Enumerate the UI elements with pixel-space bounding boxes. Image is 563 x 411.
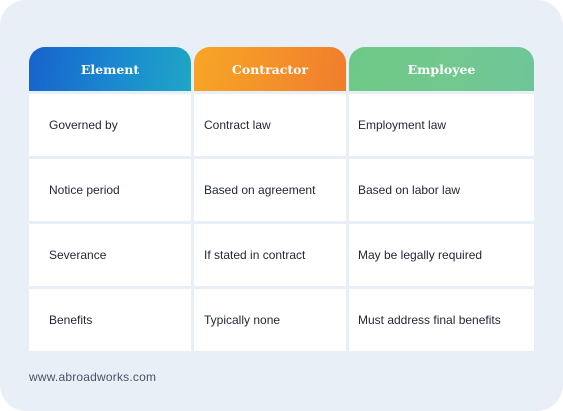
row-label-cell: Severance xyxy=(29,224,191,286)
table-row: Benefits Typically none Must address fin… xyxy=(29,289,534,351)
source-url: www.abroadworks.com xyxy=(29,370,157,384)
table-row: Governed by Contract law Employment law xyxy=(29,94,534,156)
employee-cell: Based on labor law xyxy=(349,159,534,221)
contractor-cell: Typically none xyxy=(194,289,346,351)
contractor-cell: Based on agreement xyxy=(194,159,346,221)
header-contractor: Contractor xyxy=(194,47,346,91)
employee-cell: Must address final benefits xyxy=(349,289,534,351)
row-label-cell: Notice period xyxy=(29,159,191,221)
contractor-cell: Contract law xyxy=(194,94,346,156)
table-header-row: Element Contractor Employee xyxy=(29,47,534,91)
row-label-cell: Governed by xyxy=(29,94,191,156)
table-row: Notice period Based on agreement Based o… xyxy=(29,159,534,221)
employee-cell: Employment law xyxy=(349,94,534,156)
row-label-cell: Benefits xyxy=(29,289,191,351)
table-row: Severance If stated in contract May be l… xyxy=(29,224,534,286)
contractor-cell: If stated in contract xyxy=(194,224,346,286)
header-employee: Employee xyxy=(349,47,534,91)
employee-cell: May be legally required xyxy=(349,224,534,286)
header-element: Element xyxy=(29,47,191,91)
